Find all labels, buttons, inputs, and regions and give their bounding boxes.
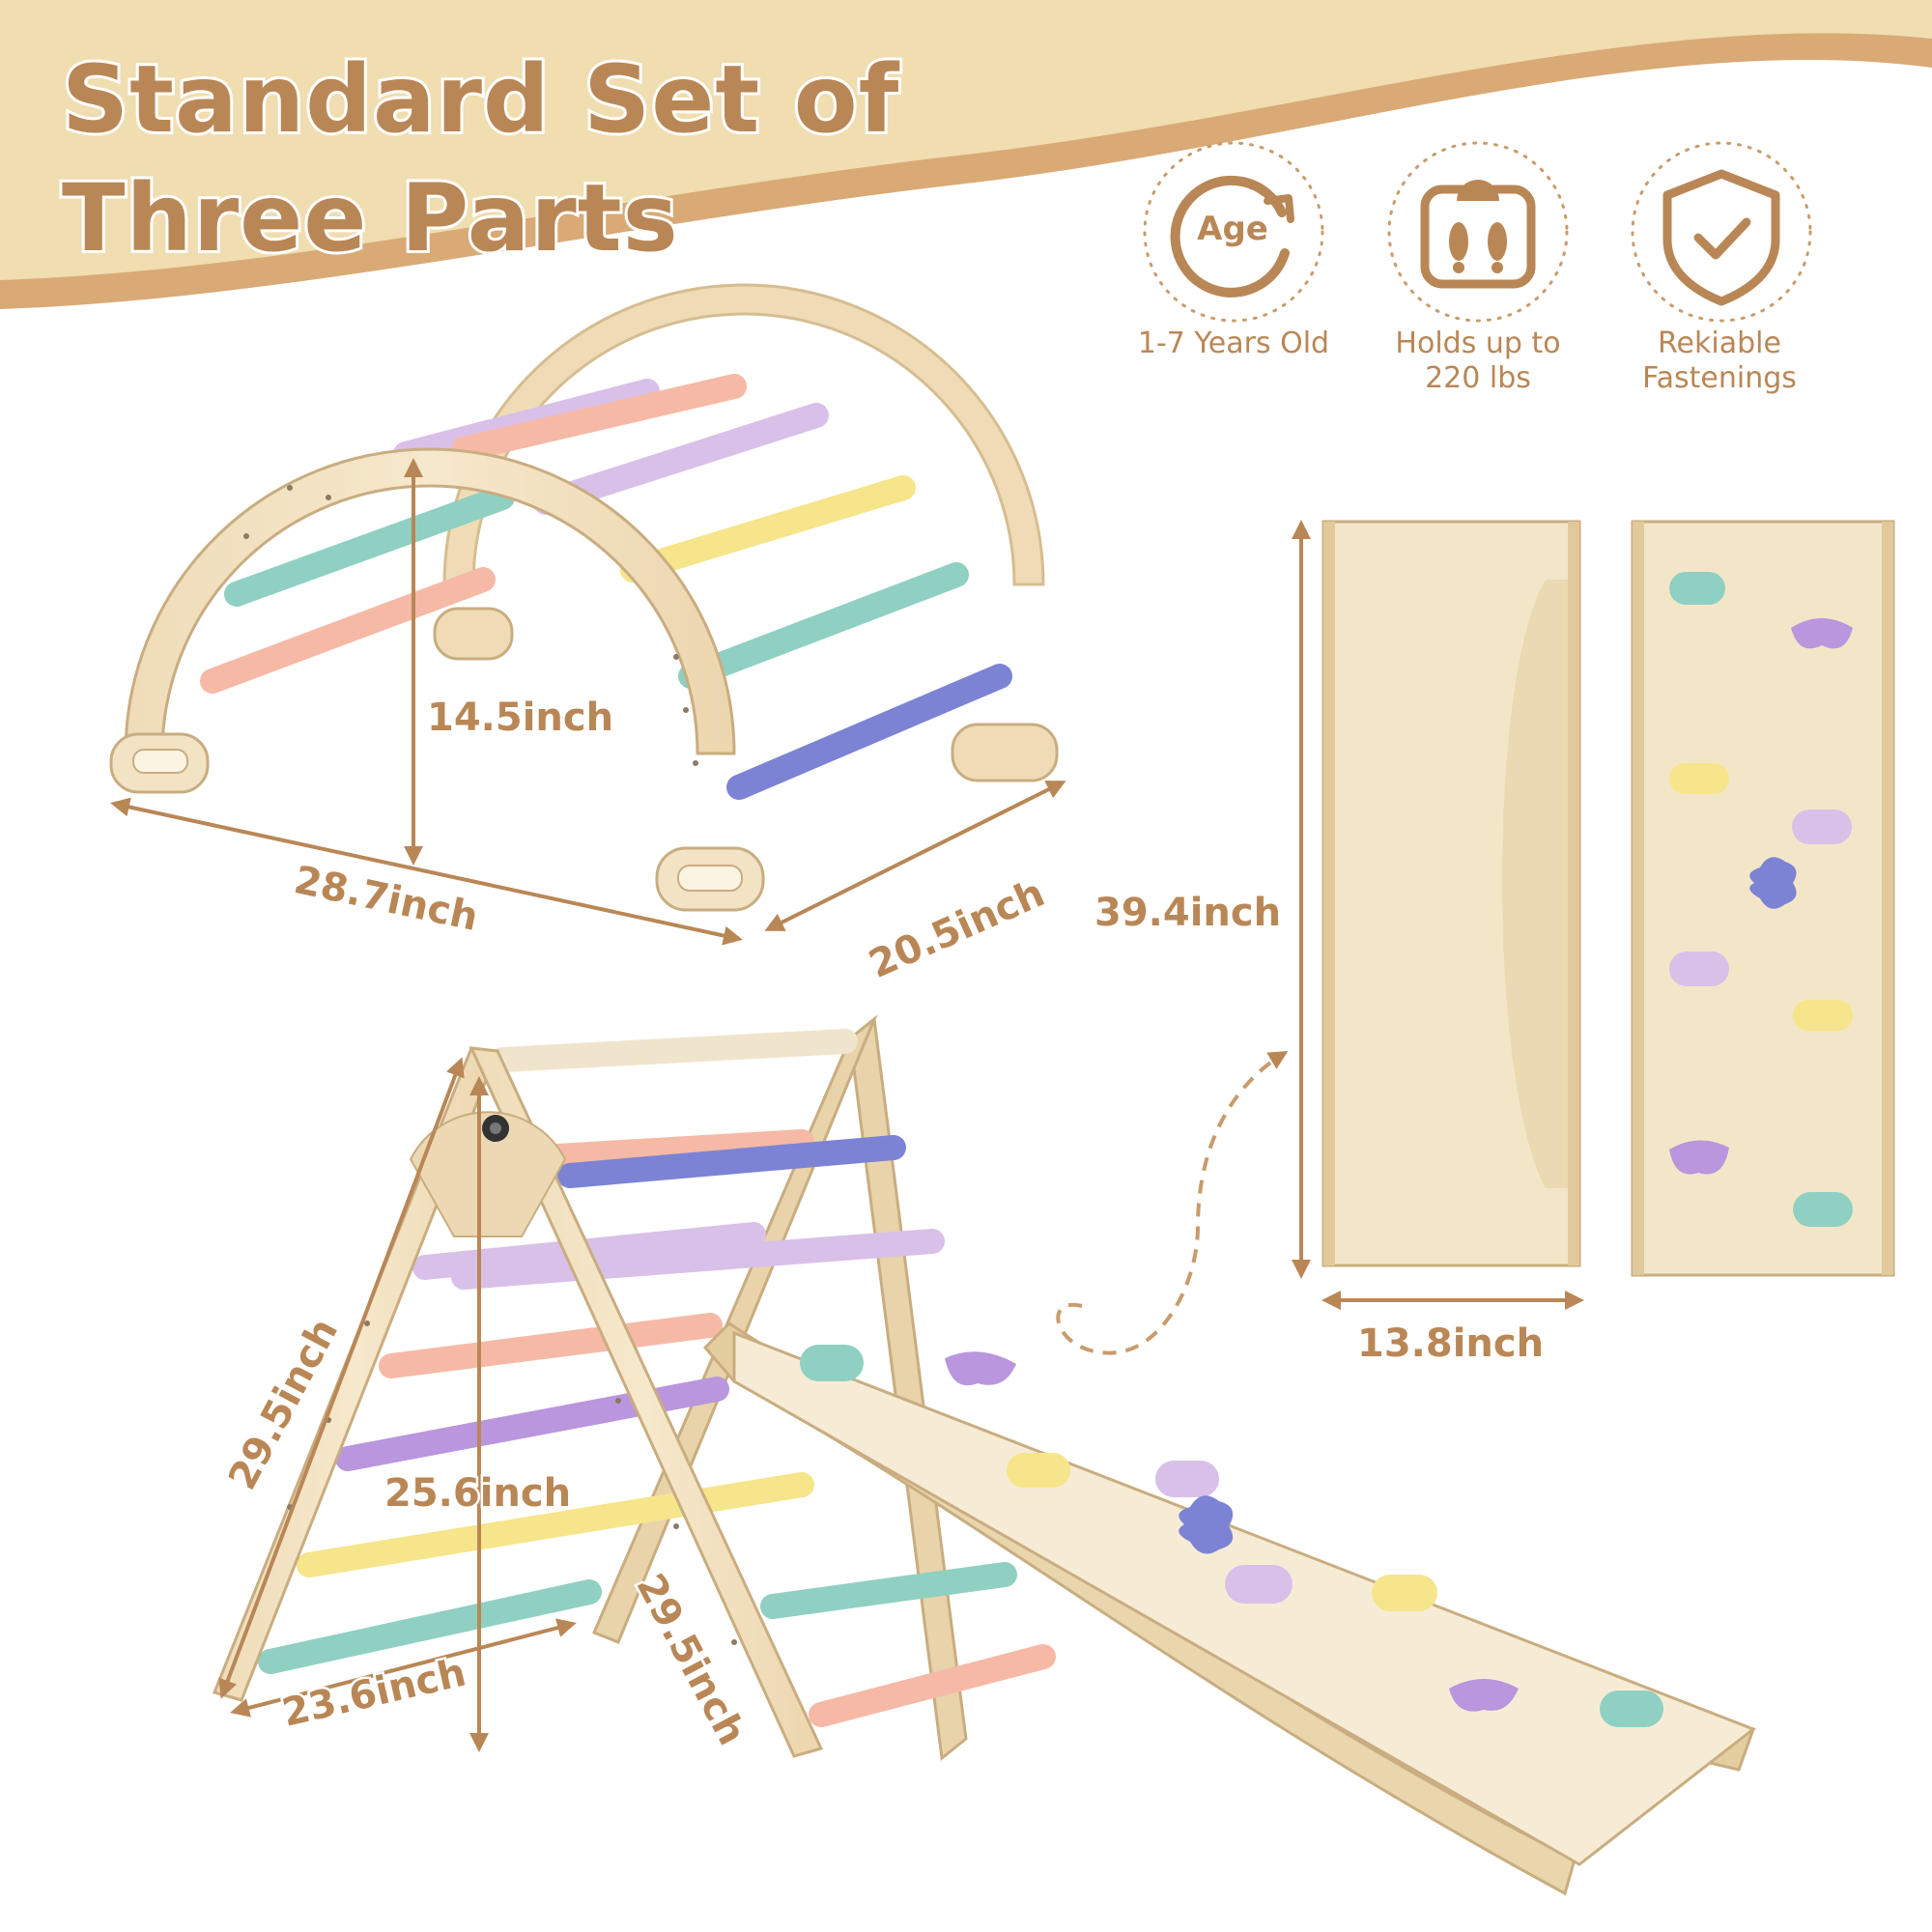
climbing-holds xyxy=(1669,572,1853,1227)
shield-check-icon xyxy=(1631,141,1812,323)
triangle-height-label: 25.6inch xyxy=(382,1469,573,1519)
age-icon: Age xyxy=(1143,141,1324,323)
board-dimension-lines xyxy=(1292,520,1584,1310)
svg-text:Age: Age xyxy=(1197,210,1268,248)
ramp-board xyxy=(702,1321,1757,1896)
board-width-label: 13.8inch xyxy=(1354,1320,1546,1369)
arch-dimension-lines xyxy=(110,458,1066,946)
triangle-dimension-lines xyxy=(218,1057,577,1752)
feature-weight-label: Holds up to 220 lbs xyxy=(1395,327,1561,395)
feature-fastenings-label: Rekiable Fastenings xyxy=(1642,327,1797,395)
feature-age-label: 1-7 Years Old xyxy=(1137,327,1330,360)
climbing-arch xyxy=(109,283,1059,912)
page-title-line-2: Three Parts xyxy=(59,164,681,272)
board-height-label: 39.4inch xyxy=(1092,889,1283,938)
arch-height-label: 14.5inch xyxy=(424,694,615,743)
scale-icon xyxy=(1387,141,1569,323)
page-title: Standard Set of xyxy=(59,45,901,154)
climbing-board xyxy=(1631,520,1895,1277)
ramp-holds xyxy=(800,1345,1663,1727)
header-band xyxy=(0,0,1932,309)
dashed-connector-arrow xyxy=(1056,1050,1289,1355)
slide-board xyxy=(1321,520,1581,1267)
